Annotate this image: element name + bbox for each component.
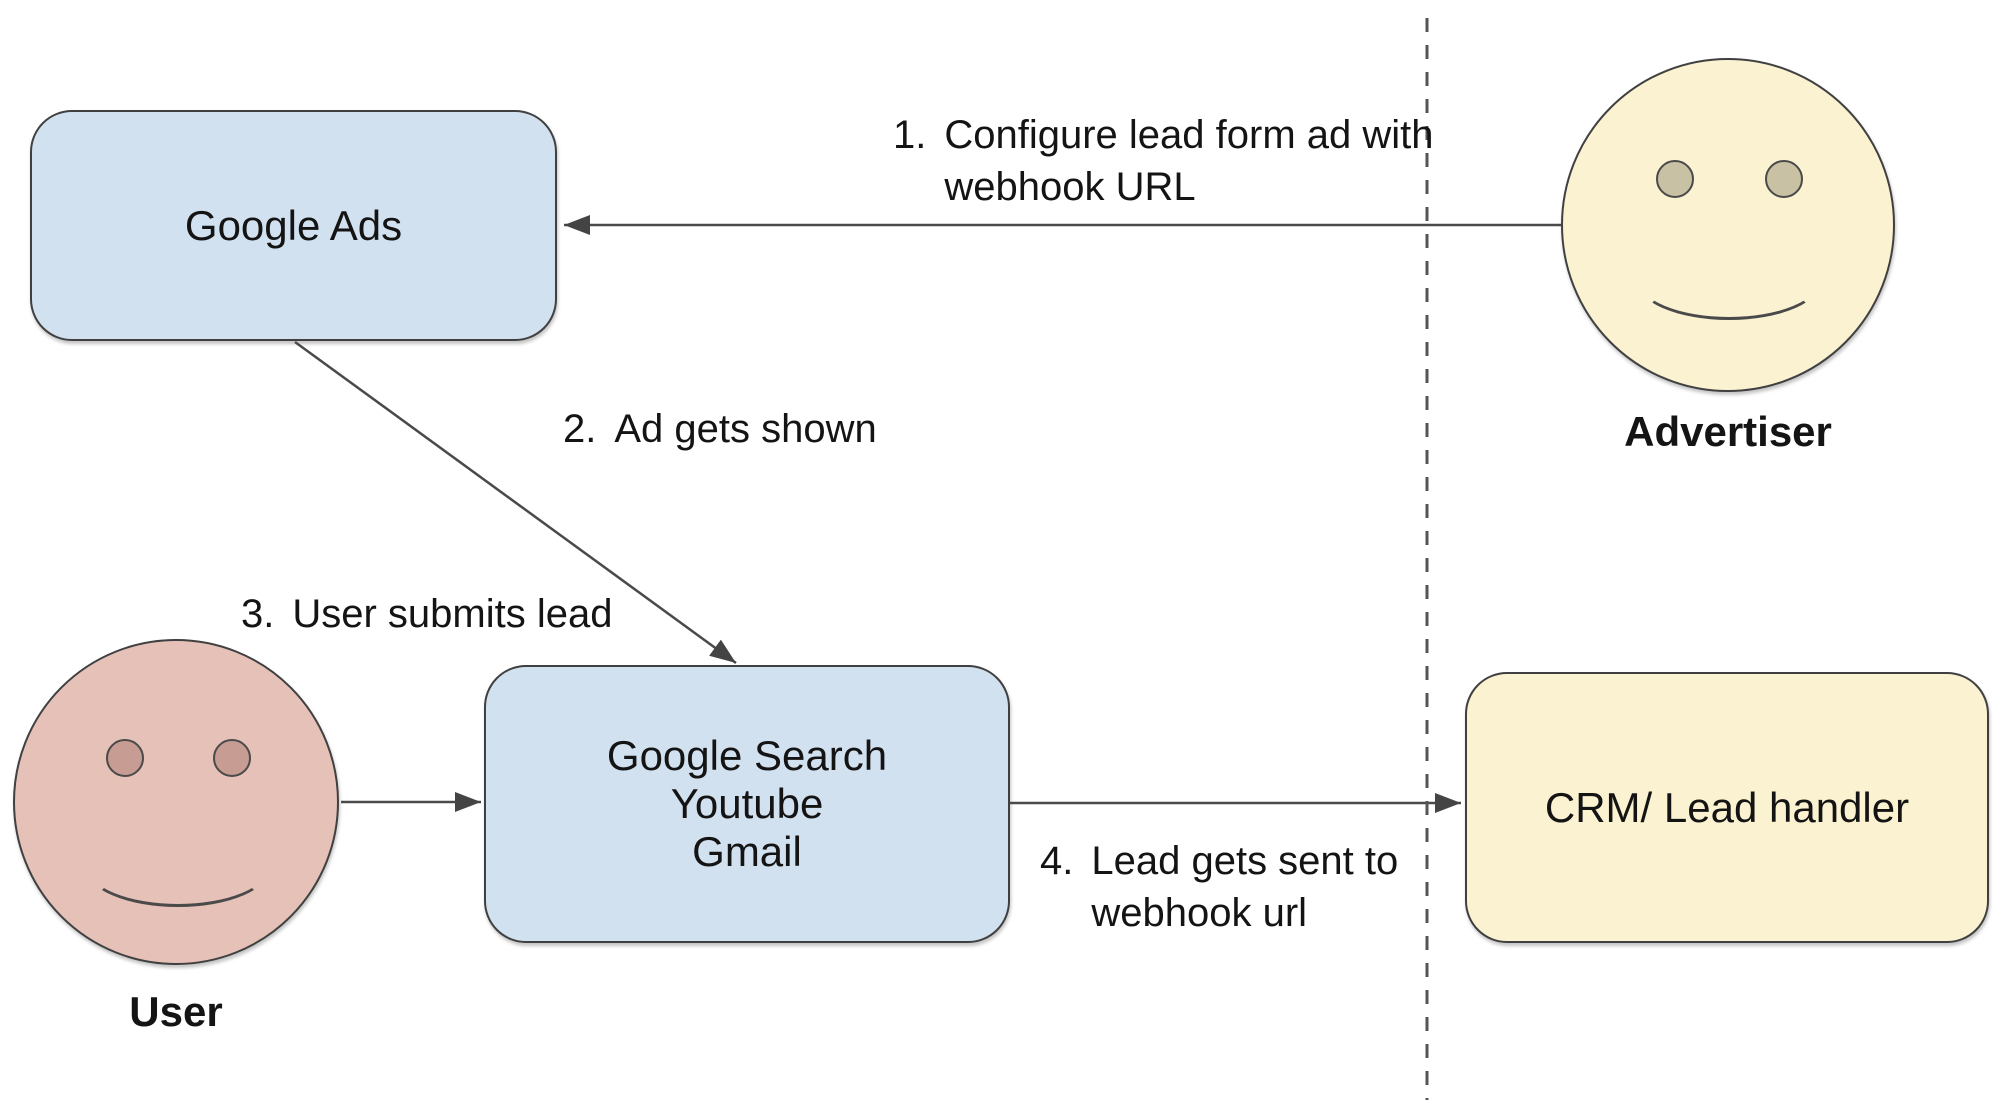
- advertiser-face-icon: [1561, 58, 1895, 392]
- advertiser-eye-left-icon: [1656, 160, 1694, 198]
- user-eye-right-icon: [213, 739, 251, 777]
- crm-node: CRM/ Lead handler: [1465, 672, 1989, 943]
- advertiser-smile-icon: [1635, 238, 1823, 320]
- advertiser-eye-right-icon: [1765, 160, 1803, 198]
- step-4-label: 4. Lead gets sent to webhook url: [1040, 835, 1398, 939]
- step-2-number: 2.: [563, 407, 597, 451]
- step-1-number: 1.: [893, 113, 927, 157]
- google-surfaces-label: Google Search Youtube Gmail: [606, 732, 888, 875]
- google-ads-node: Google Ads: [30, 110, 557, 341]
- step-3-number: 3.: [241, 592, 275, 636]
- advertiser-name-label: Advertiser: [1624, 408, 1832, 455]
- step-4-number: 4.: [1040, 839, 1074, 883]
- crm-label: CRM/ Lead handler: [1544, 783, 1910, 831]
- google-ads-label: Google Ads: [184, 201, 403, 249]
- user-name-label: User: [129, 988, 223, 1035]
- google-surfaces-node: Google Search Youtube Gmail: [484, 665, 1010, 943]
- step-2-label: 2. Ad gets shown: [563, 403, 877, 455]
- step-3-label: 3. User submits lead: [241, 588, 612, 640]
- arrow-google-ads-to-surfaces: [294, 340, 737, 665]
- user-face-icon: [13, 639, 339, 965]
- step-1-label: 1. Configure lead form ad with webhook U…: [893, 109, 1434, 213]
- user-smile-icon: [85, 827, 271, 907]
- user-eye-left-icon: [106, 739, 144, 777]
